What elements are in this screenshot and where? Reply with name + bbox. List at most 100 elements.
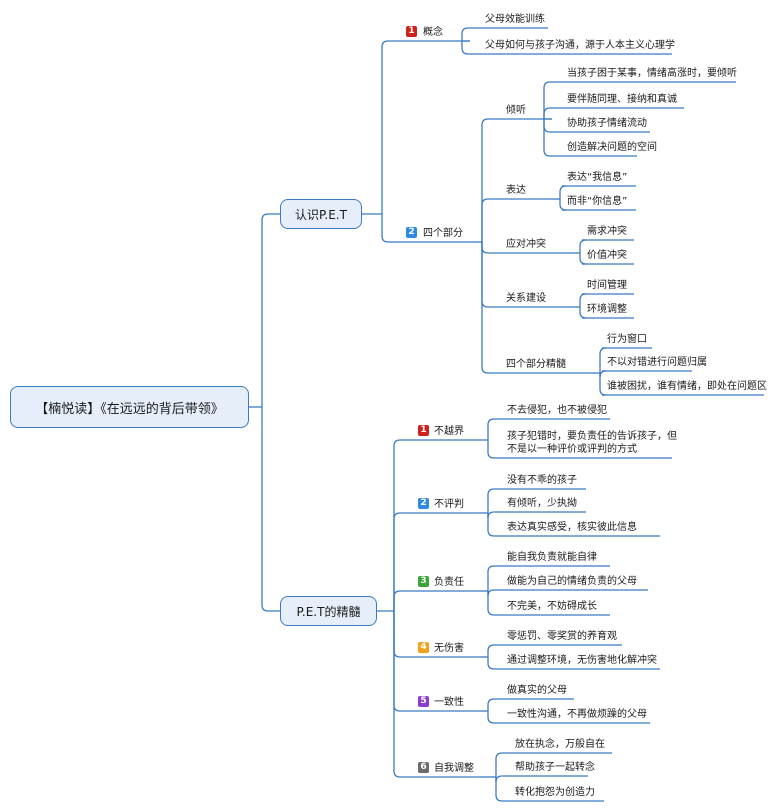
connector-line — [487, 644, 502, 657]
badge-6-icon: 6 — [418, 762, 429, 773]
connector-line — [487, 513, 502, 537]
connector-line — [481, 242, 500, 254]
badge-1-icon: 1 — [406, 26, 417, 37]
connector-line — [393, 439, 410, 611]
leaf-item[interactable]: 不以对错进行问题归属 — [607, 357, 707, 368]
connector-line — [495, 775, 510, 783]
connector-line — [543, 119, 562, 157]
leaf-item[interactable]: 协助孩子情绪流动 — [567, 118, 647, 129]
branch-recognize-pet[interactable]: 认识P.E.T — [280, 199, 362, 229]
leaf-item[interactable]: 放在执念，万般自在 — [515, 739, 605, 750]
leaf-item[interactable]: 要伴随同理、接纳和真诚 — [567, 94, 677, 105]
leaf-item[interactable]: 有倾听，少执拗 — [507, 498, 577, 509]
connector-line — [487, 418, 502, 440]
connector-line — [393, 590, 410, 611]
connector-line — [599, 373, 607, 396]
leaf-item[interactable]: 而非“你信息” — [567, 196, 628, 207]
leaf-item[interactable]: 零惩罚、零奖赏的养育观 — [507, 631, 617, 642]
connector-line — [487, 711, 502, 724]
subtopic-self-adjust[interactable]: 自我调整 — [434, 763, 474, 774]
connector-line — [487, 698, 502, 711]
badge-5-icon: 5 — [418, 696, 429, 707]
connector-line — [461, 27, 480, 41]
badge-1-icon: 1 — [418, 425, 429, 436]
connector-line — [543, 119, 562, 133]
leaf-item[interactable]: 价值冲突 — [587, 250, 627, 261]
subtopic-listening[interactable]: 倾听 — [506, 105, 526, 116]
connector-line — [381, 40, 402, 214]
subtopic-consistency[interactable]: 一致性 — [434, 697, 464, 708]
connector-line — [543, 107, 562, 119]
connector-line — [481, 118, 500, 242]
leaf-item[interactable]: 能自我负责就能自律 — [507, 552, 597, 563]
connector-line — [599, 370, 607, 378]
connector-line — [481, 198, 500, 242]
connector-line — [261, 213, 280, 407]
leaf-item[interactable]: 帮助孩子一起转念 — [515, 762, 595, 773]
connector-line — [393, 611, 410, 712]
leaf-item[interactable]: 做能为自己的情绪负责的父母 — [507, 576, 637, 587]
leaf-item[interactable]: 时间管理 — [587, 280, 627, 291]
root-topic[interactable]: 【楠悦读】《在远远的背后带领》 — [10, 386, 249, 428]
badge-2-icon: 2 — [406, 227, 417, 238]
badge-4-icon: 4 — [418, 642, 429, 653]
subtopic-relationship[interactable]: 关系建设 — [506, 293, 546, 304]
subtopic-conflict[interactable]: 应对冲突 — [506, 239, 546, 250]
badge-3-icon: 3 — [418, 576, 429, 587]
leaf-item[interactable]: 父母效能训练 — [485, 14, 545, 25]
connector-line — [495, 752, 510, 777]
connector-line — [393, 512, 410, 611]
connector-line — [579, 239, 587, 253]
subtopic-essence-of-parts[interactable]: 四个部分精髓 — [506, 359, 566, 370]
badge-2-icon: 2 — [418, 498, 429, 509]
subtopic-responsibility[interactable]: 负责任 — [434, 577, 464, 588]
connector-line — [487, 511, 502, 519]
connector-line — [579, 293, 587, 307]
connector-line — [579, 307, 587, 319]
leaf-item[interactable]: 表达真实感受，核实彼此信息 — [507, 522, 637, 533]
connector-line — [487, 488, 502, 513]
connector-line — [487, 440, 502, 459]
connector-line — [487, 591, 502, 616]
connector-line — [481, 242, 500, 374]
leaf-item[interactable]: 当孩子困于某事，情绪高涨时，要倾听 — [567, 68, 737, 79]
leaf-item[interactable]: 不是以一种评价或评判的方式 — [507, 444, 637, 455]
connector-line — [487, 565, 502, 591]
connector-line — [487, 657, 502, 670]
connector-line — [543, 81, 562, 119]
leaf-item[interactable]: 需求冲突 — [587, 226, 627, 237]
subtopic-expression[interactable]: 表达 — [506, 185, 526, 196]
leaf-item[interactable]: 没有不乖的孩子 — [507, 475, 577, 486]
connector-line — [461, 41, 480, 55]
leaf-item[interactable]: 转化抱怨为创造力 — [515, 787, 595, 798]
leaf-item[interactable]: 表达“我信息” — [567, 172, 628, 183]
leaf-item[interactable]: 不去侵犯，也不被侵犯 — [507, 405, 607, 416]
leaf-item[interactable]: 行为窗口 — [607, 334, 647, 345]
connector-line — [487, 589, 502, 597]
leaf-item[interactable]: 一致性沟通，不再做烦躁的父母 — [507, 709, 647, 720]
leaf-item[interactable]: 环境调整 — [587, 304, 627, 315]
subtopic-four-parts[interactable]: 四个部分 — [423, 228, 463, 239]
connector-line — [261, 407, 280, 612]
subtopic-no-overstep[interactable]: 不越界 — [434, 426, 464, 437]
leaf-item[interactable]: 不完美，不妨碍成长 — [507, 601, 597, 612]
connector-line — [495, 777, 510, 802]
leaf-item[interactable]: 父母如何与孩子沟通，源于人本主义心理学 — [485, 40, 675, 51]
connector-line — [579, 253, 587, 265]
leaf-item[interactable]: 做真实的父母 — [507, 685, 567, 696]
leaf-item[interactable]: 孩子犯错时，要负责任的告诉孩子，但 — [507, 431, 677, 442]
leaf-item[interactable]: 创造解决问题的空间 — [567, 142, 657, 153]
leaf-item[interactable]: 谁被困扰，谁有情绪，即处在问题区 — [607, 381, 767, 392]
subtopic-concept[interactable]: 概念 — [423, 27, 443, 38]
connector-line — [599, 347, 607, 373]
leaf-item[interactable]: 通过调整环境，无伤害地化解冲突 — [507, 655, 657, 666]
subtopic-no-harm[interactable]: 无伤害 — [434, 643, 464, 654]
connector-line — [393, 611, 410, 658]
subtopic-no-judgment[interactable]: 不评判 — [434, 499, 464, 510]
connector-line — [559, 185, 567, 199]
connector-line — [381, 214, 402, 243]
connector-line — [393, 611, 410, 778]
branch-pet-essence[interactable]: P.E.T的精髓 — [280, 596, 377, 626]
